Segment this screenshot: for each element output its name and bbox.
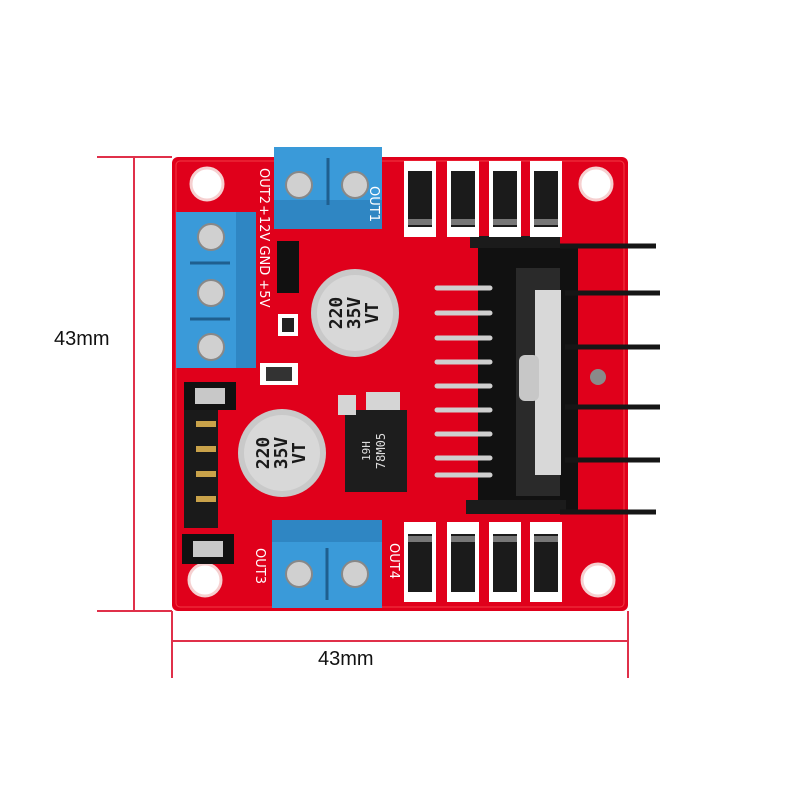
capacitor-2-voltage: 35V	[271, 437, 292, 470]
jumper-en-b	[182, 534, 234, 564]
heatsink	[466, 236, 660, 515]
capacitor-1	[311, 269, 399, 357]
capacitor-2	[238, 409, 326, 497]
capacitor-1-voltage: 35V	[344, 297, 365, 330]
diodes-bottom	[404, 522, 562, 602]
diodes-top	[404, 161, 562, 237]
jumper-12v	[277, 241, 299, 293]
terminal-block-out1-out2	[274, 147, 382, 229]
capacitor-2-series: VT	[289, 442, 310, 464]
terminal-block-power	[176, 212, 256, 368]
capacitor-1-series: VT	[362, 302, 383, 324]
input-header	[184, 410, 218, 528]
driver-ic-pins	[434, 285, 493, 478]
regulator-model: 78M05	[374, 433, 388, 469]
dimension-lines	[97, 156, 629, 678]
regulator-code: 19H	[360, 441, 373, 461]
capacitor-1-value: 220	[326, 297, 347, 330]
capacitor-2-value: 220	[253, 437, 274, 470]
smd-parts	[260, 314, 298, 385]
jumper-en-a	[184, 382, 236, 410]
regulator-78m05	[338, 392, 407, 492]
height-dimension-label: 43mm	[54, 328, 110, 350]
width-dimension-label: 43mm	[318, 648, 374, 670]
terminal-block-out3-out4	[272, 520, 382, 608]
